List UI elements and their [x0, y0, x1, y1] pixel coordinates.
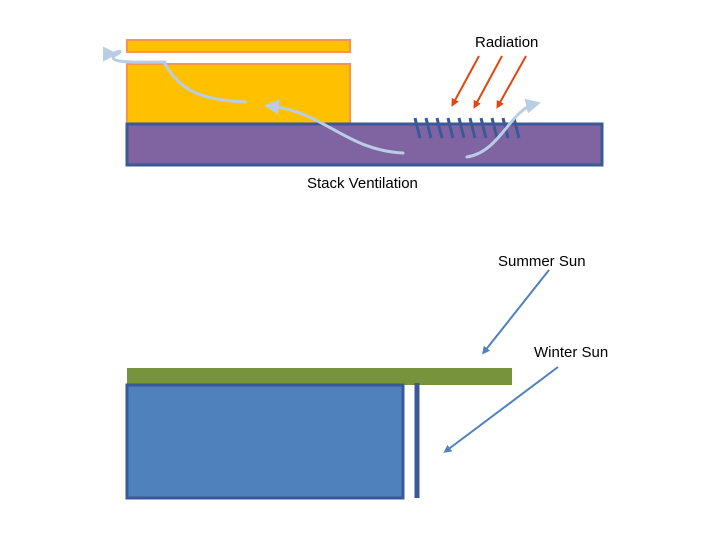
ground-slab: [125, 122, 604, 167]
sun-shading-diagram: Summer Sun Winter Sun: [125, 253, 608, 500]
radiation-arrow: [473, 55, 503, 109]
airflow-arrow-top: [102, 46, 167, 64]
roof-overhang: [127, 368, 512, 385]
stack-ventilation-label: Stack Ventilation: [307, 175, 418, 192]
upper-block: [126, 63, 351, 125]
roof-strip: [126, 39, 351, 53]
building-body: [125, 383, 405, 500]
airflow-arrows: [102, 46, 541, 159]
radiation-label: Radiation: [475, 34, 538, 51]
airflow-arrow-right: [465, 98, 541, 159]
radiation-arrow: [496, 55, 527, 109]
radiation-arrows: [451, 55, 527, 109]
summer-sun-label: Summer Sun: [498, 253, 586, 270]
summer-sun-ray: [482, 269, 550, 355]
winter-sun-label: Winter Sun: [534, 344, 608, 361]
airflow-arrow-mid: [264, 99, 405, 155]
radiation-arrow: [451, 55, 480, 107]
winter-sun-ray: [443, 366, 559, 453]
airflow-arrow-upper: [163, 62, 247, 104]
stack-ventilation-diagram: Radiation Stack Ventilation: [102, 34, 604, 192]
